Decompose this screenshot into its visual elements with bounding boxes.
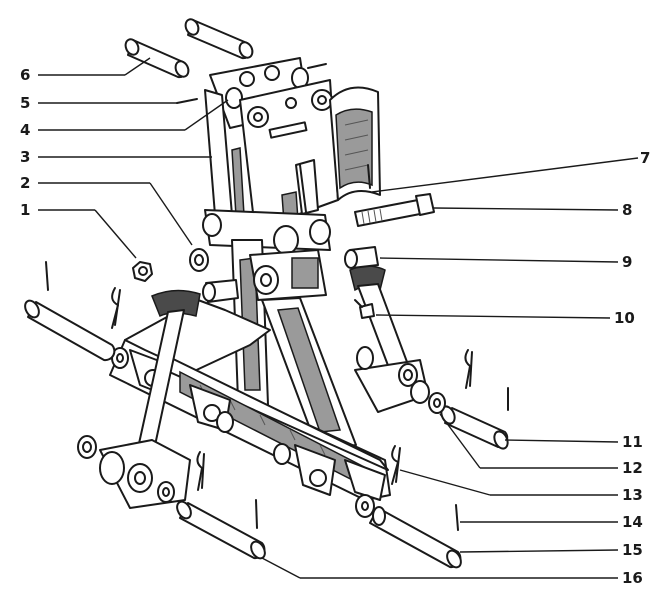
callout-6: 6: [20, 66, 30, 84]
callout-3: 3: [20, 148, 30, 166]
main-frame: [109, 299, 391, 518]
callout-labels: 6 5 4 3 2 1 7 8 9 10 11 12 13 14 15 16: [20, 66, 650, 587]
bolt: [354, 193, 435, 227]
callout-4: 4: [20, 121, 30, 139]
left-arm: [99, 289, 201, 509]
callout-10: 10: [614, 309, 635, 327]
callout-5: 5: [20, 94, 30, 112]
callout-8: 8: [622, 201, 632, 219]
callout-7: 7: [640, 149, 650, 167]
long-pin-right: [369, 507, 462, 569]
leader-lines: [38, 57, 639, 579]
callout-11: 11: [622, 433, 643, 451]
callout-15: 15: [622, 541, 643, 559]
washer: [189, 248, 209, 272]
long-pin-left: [24, 299, 116, 362]
nut: [132, 261, 153, 282]
bushing: [344, 246, 379, 269]
top-pin-right: [184, 18, 254, 60]
top-pin-left: [124, 38, 190, 79]
upper-bracket: [204, 57, 339, 231]
callout-14: 14: [622, 513, 643, 531]
callout-1: 1: [20, 201, 30, 219]
curved-shield: [329, 86, 381, 201]
callout-9: 9: [622, 253, 632, 271]
right-arm: [349, 265, 430, 413]
long-pin-bottom: [176, 500, 266, 560]
callout-16: 16: [622, 569, 643, 587]
callout-2: 2: [20, 174, 30, 192]
callout-13: 13: [622, 486, 643, 504]
callout-12: 12: [622, 459, 643, 477]
